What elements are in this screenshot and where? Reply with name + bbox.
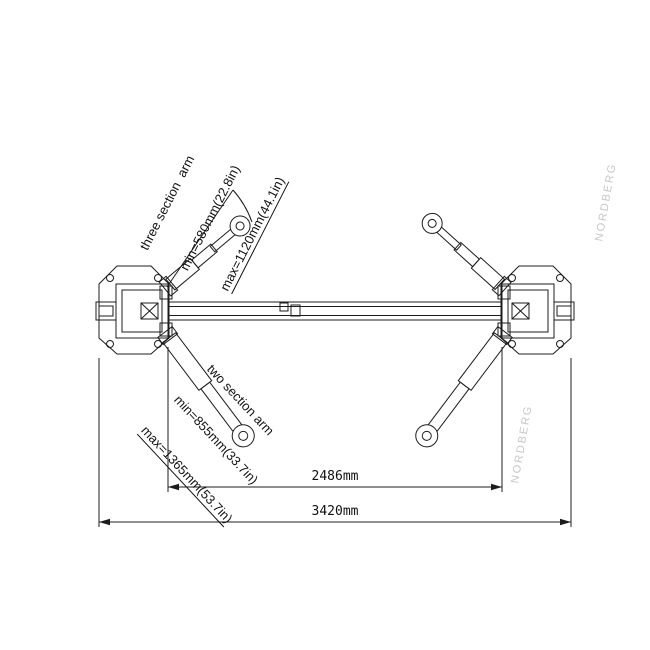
outer-dimension bbox=[98, 358, 572, 527]
three-section-arm-title: three section arm bbox=[136, 152, 198, 253]
three-section-arm-right bbox=[417, 208, 513, 297]
inner-width-dimension-label: 2486mm bbox=[311, 469, 359, 484]
two-section-arm-right bbox=[410, 324, 515, 452]
crossbeam bbox=[167, 301, 503, 321]
swing-arc bbox=[166, 189, 253, 288]
inner-dimension bbox=[167, 347, 503, 492]
outer-width-dimension-label: 3420mm bbox=[311, 504, 359, 519]
